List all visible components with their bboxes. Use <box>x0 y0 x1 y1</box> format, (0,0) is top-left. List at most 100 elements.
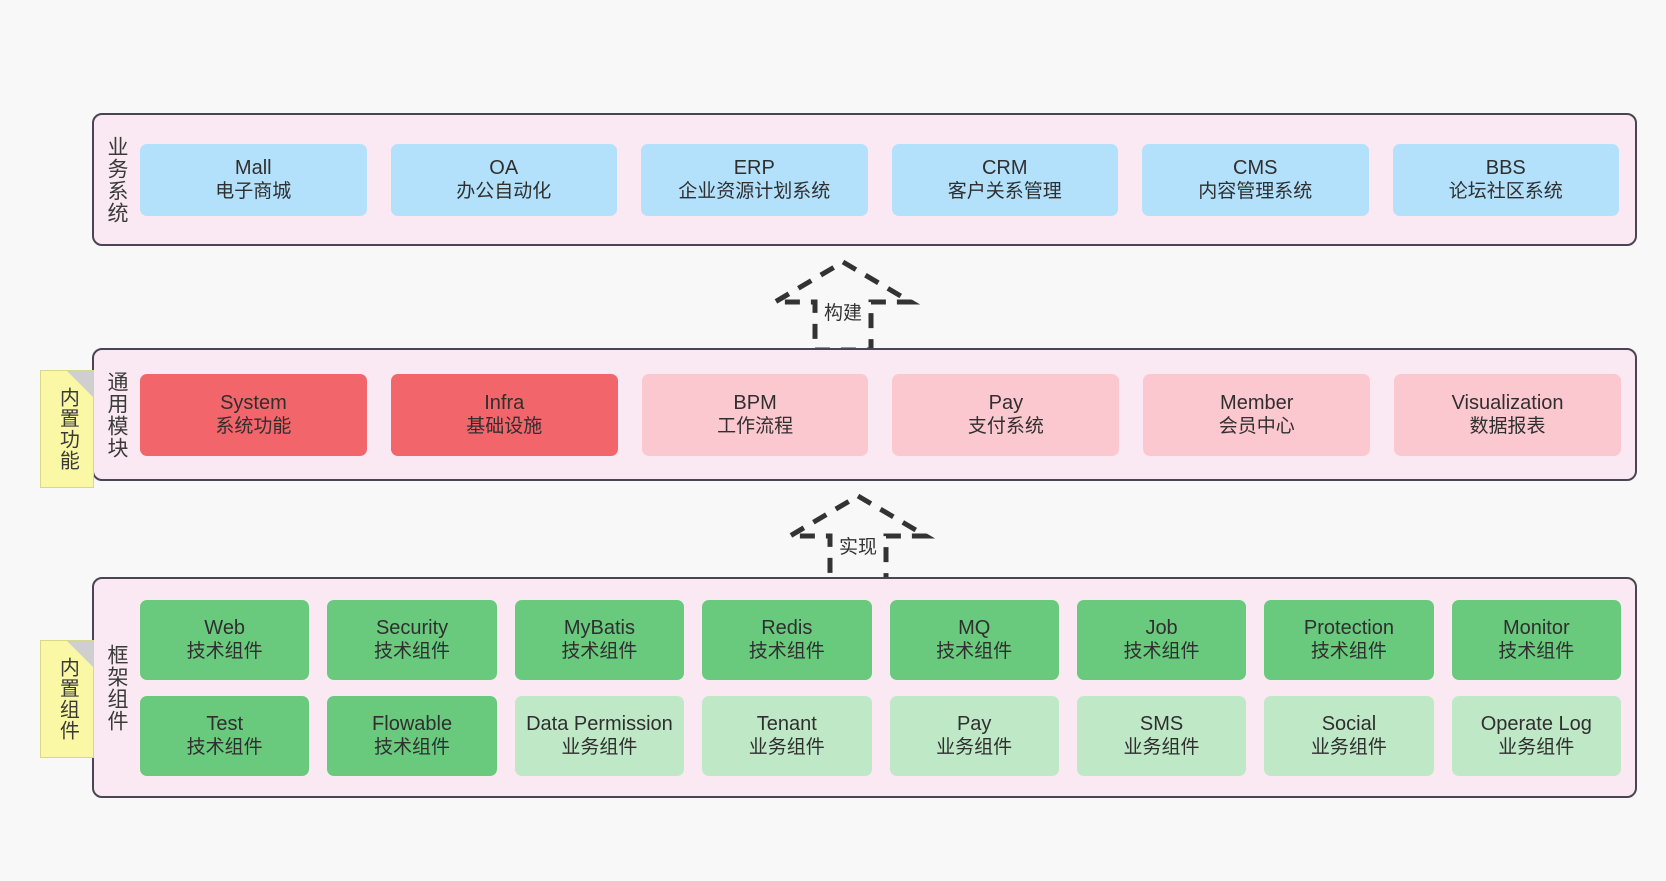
node-redis[interactable]: Redis 技术组件 <box>702 599 872 680</box>
node-erp[interactable]: ERP 企业资源计划系统 <box>641 143 868 216</box>
node-subtitle: 技术组件 <box>1498 641 1575 663</box>
layer-body-common-module: System 系统功能 Infra 基础设施 BPM 工作流程 Pay 支付系统… <box>138 350 1635 479</box>
node-pay-component[interactable]: Pay 业务组件 <box>889 695 1059 776</box>
node-title: BBS <box>1485 156 1526 179</box>
node-subtitle: 技术组件 <box>748 641 825 663</box>
node-subtitle: 会员中心 <box>1218 416 1295 438</box>
node-title: Social <box>1321 712 1377 735</box>
node-tenant[interactable]: Tenant 业务组件 <box>702 695 872 776</box>
node-operate-log[interactable]: Operate Log 业务组件 <box>1451 695 1621 776</box>
node-sms[interactable]: SMS 业务组件 <box>1076 695 1247 776</box>
node-visualization[interactable]: Visualization 数据报表 <box>1394 373 1621 456</box>
layer-title-framework-component: 框架组件 <box>104 643 128 732</box>
node-subtitle: 业务组件 <box>1123 737 1200 759</box>
node-subtitle: 客户关系管理 <box>947 181 1062 203</box>
node-title: Mall <box>234 156 272 179</box>
node-subtitle: 业务组件 <box>1310 737 1387 759</box>
node-title: MQ <box>958 616 991 639</box>
node-title: ERP <box>733 156 775 179</box>
node-title: Job <box>1145 616 1178 639</box>
node-title: Web <box>204 616 246 639</box>
node-subtitle: 基础设施 <box>466 416 543 438</box>
page-fold-icon <box>67 641 93 667</box>
node-oa[interactable]: OA 办公自动化 <box>390 143 617 216</box>
layer-title-common-module: 通用模块 <box>104 370 128 459</box>
node-mybatis[interactable]: MyBatis 技术组件 <box>514 599 685 680</box>
node-subtitle: 内容管理系统 <box>1198 181 1313 203</box>
node-protection[interactable]: Protection 技术组件 <box>1264 599 1434 680</box>
node-subtitle: 论坛社区系统 <box>1448 181 1563 203</box>
layer-framework-component: 框架组件 Web 技术组件 Security 技术组件 MyBatis 技术组件… <box>92 577 1637 798</box>
node-mall[interactable]: Mall 电子商城 <box>140 143 367 216</box>
node-subtitle: 技术组件 <box>1123 641 1200 663</box>
node-subtitle: 业务组件 <box>1498 737 1575 759</box>
node-title: Data Permission <box>526 712 673 735</box>
node-cms[interactable]: CMS 内容管理系统 <box>1142 143 1369 216</box>
layer-title-business-system: 业务系统 <box>104 135 128 224</box>
node-title: CMS <box>1233 156 1278 179</box>
cell-row: Mall 电子商城 OA 办公自动化 ERP 企业资源计划系统 CRM 客户关系… <box>140 143 1619 216</box>
cell-row: Web 技术组件 Security 技术组件 MyBatis 技术组件 Redi… <box>140 599 1621 680</box>
node-subtitle: 工作流程 <box>717 416 794 438</box>
connector-implement-arrow: 实现 <box>778 492 938 588</box>
note-label: 内置组件 <box>56 657 79 741</box>
node-flowable[interactable]: Flowable 技术组件 <box>327 695 497 776</box>
cell-row: Test 技术组件 Flowable 技术组件 Data Permission … <box>140 695 1621 776</box>
node-subtitle: 业务组件 <box>561 737 638 759</box>
node-title: Visualization <box>1451 391 1564 414</box>
node-title: Protection <box>1303 616 1394 639</box>
node-subtitle: 技术组件 <box>374 737 451 759</box>
node-system[interactable]: System 系统功能 <box>140 373 367 456</box>
note-builtin-component: 内置组件 <box>40 640 94 758</box>
node-crm[interactable]: CRM 客户关系管理 <box>891 143 1118 216</box>
node-subtitle: 技术组件 <box>374 641 451 663</box>
node-test[interactable]: Test 技术组件 <box>140 695 310 776</box>
node-title: Monitor <box>1502 616 1570 639</box>
connector-build-arrow: 构建 <box>763 258 923 354</box>
node-job[interactable]: Job 技术组件 <box>1076 599 1247 680</box>
node-title: Test <box>206 712 244 735</box>
node-subtitle: 办公自动化 <box>456 181 552 203</box>
node-pay-module[interactable]: Pay 支付系统 <box>892 373 1120 456</box>
node-monitor[interactable]: Monitor 技术组件 <box>1451 599 1621 680</box>
note-builtin-function: 内置功能 <box>40 370 94 488</box>
node-security[interactable]: Security 技术组件 <box>327 599 497 680</box>
node-subtitle: 技术组件 <box>186 737 263 759</box>
node-title: OA <box>489 156 519 179</box>
node-title: SMS <box>1139 712 1184 735</box>
cell-row: System 系统功能 Infra 基础设施 BPM 工作流程 Pay 支付系统… <box>140 373 1621 456</box>
node-title: Flowable <box>372 712 453 735</box>
node-bbs[interactable]: BBS 论坛社区系统 <box>1392 143 1619 216</box>
layer-business-system: 业务系统 Mall 电子商城 OA 办公自动化 ERP 企业资源计划系统 CRM… <box>92 113 1637 246</box>
node-title: Redis <box>761 616 813 639</box>
node-title: Infra <box>484 391 525 414</box>
node-title: Member <box>1220 391 1294 414</box>
node-subtitle: 业务组件 <box>936 737 1013 759</box>
node-bpm[interactable]: BPM 工作流程 <box>641 373 869 456</box>
node-title: BPM <box>733 391 777 414</box>
node-infra[interactable]: Infra 基础设施 <box>390 373 618 456</box>
node-title: Tenant <box>756 712 817 735</box>
node-subtitle: 电子商城 <box>215 181 292 203</box>
node-subtitle: 支付系统 <box>967 416 1044 438</box>
node-title: MyBatis <box>563 616 635 639</box>
note-label: 内置功能 <box>56 387 79 471</box>
layer-body-business-system: Mall 电子商城 OA 办公自动化 ERP 企业资源计划系统 CRM 客户关系… <box>138 115 1635 244</box>
node-member[interactable]: Member 会员中心 <box>1143 373 1371 456</box>
node-title: CRM <box>981 156 1028 179</box>
node-subtitle: 技术组件 <box>1310 641 1387 663</box>
node-title: Operate Log <box>1480 712 1592 735</box>
node-subtitle: 数据报表 <box>1469 416 1546 438</box>
page-fold-icon <box>67 371 93 397</box>
node-subtitle: 技术组件 <box>561 641 638 663</box>
node-title: Security <box>375 616 449 639</box>
node-subtitle: 企业资源计划系统 <box>678 181 831 203</box>
node-web[interactable]: Web 技术组件 <box>140 599 310 680</box>
node-social[interactable]: Social 业务组件 <box>1264 695 1434 776</box>
node-subtitle: 技术组件 <box>936 641 1013 663</box>
node-mq[interactable]: MQ 技术组件 <box>889 599 1059 680</box>
node-subtitle: 业务组件 <box>748 737 825 759</box>
node-data-permission[interactable]: Data Permission 业务组件 <box>514 695 685 776</box>
layer-body-framework-component: Web 技术组件 Security 技术组件 MyBatis 技术组件 Redi… <box>138 579 1635 796</box>
